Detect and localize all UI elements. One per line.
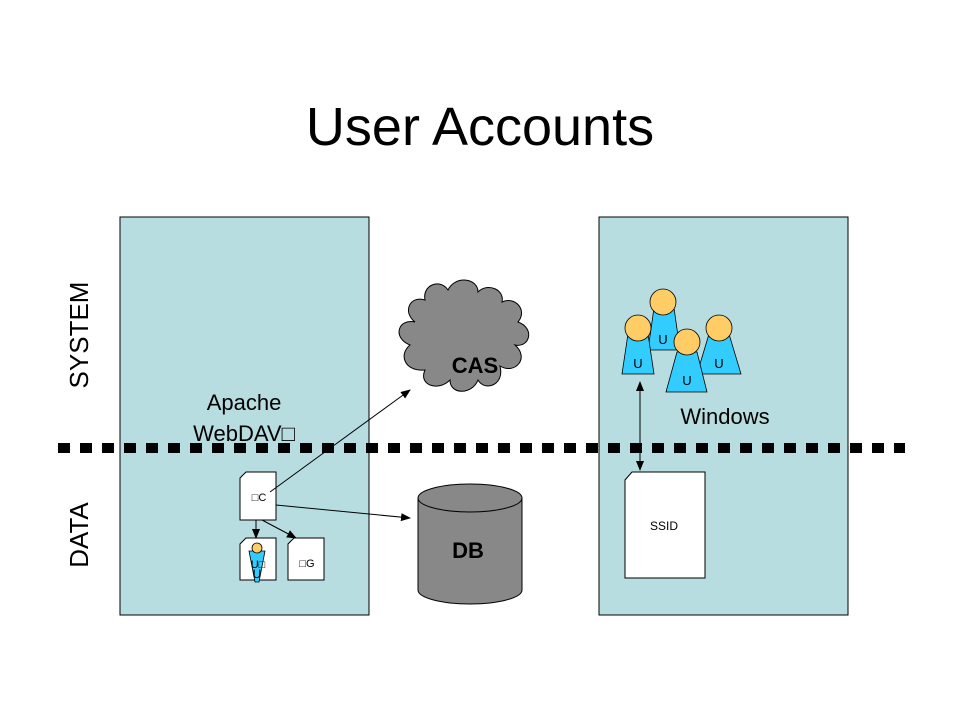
g-document [287,537,325,581]
db-cylinder [417,498,523,605]
page-title: User Accounts [305,97,655,157]
u-document-user [248,542,266,583]
c-to-db-arrow [275,504,411,522]
windows-user-left: U [621,314,655,375]
apache-label: Apache [207,390,282,415]
webdav-label: WebDAV□ [193,421,295,446]
windows-user-right: U [696,314,742,375]
c-to-cas-arrow [269,389,411,493]
windows-user-top-letter: U [658,332,667,347]
windows-label: Windows [680,404,769,429]
ssid-document-label: SSID [650,519,678,533]
db-cylinder-top [417,483,523,513]
u-document-label: U□ [251,559,266,571]
windows-user-middle: U [665,328,708,393]
windows-user-top: U [647,288,681,351]
windows-user-left-letter: U [633,356,642,371]
c-document [239,471,277,521]
cas-cloud [398,279,529,392]
g-document-label: □G [299,558,314,570]
windows-user-middle-letter: U [682,373,691,388]
u-document-user-letter: U [253,567,262,581]
db-label: DB [452,538,484,563]
c-document-label: □C [252,492,267,504]
system-layer-label: SYSTEM [64,282,94,389]
cas-label: CAS [452,353,498,378]
ssid-document [624,471,706,579]
windows-user-right-letter: U [714,356,723,371]
data-layer-label: DATA [64,502,94,568]
c-to-g-arrow [261,519,297,539]
